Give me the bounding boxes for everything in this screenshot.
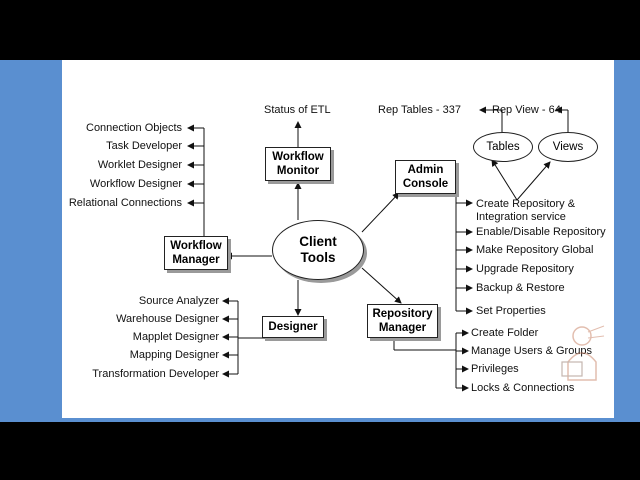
repository-manager-line1: Repository — [372, 308, 433, 320]
tables-node: Tables — [473, 132, 533, 162]
views-node: Views — [538, 132, 598, 162]
designer-box: Designer — [262, 316, 324, 338]
rm-item-privileges: Privileges — [471, 363, 519, 375]
rm-item-manage-users: Manage Users & Groups — [471, 345, 593, 357]
client-tools-line2: Tools — [300, 250, 336, 265]
designer-item-mapping-designer: Mapping Designer — [129, 349, 219, 361]
rm-item-create-folder: Create Folder — [471, 327, 539, 339]
rm-item-locks-connections: Locks & Connections — [471, 382, 575, 394]
workflow-manager-line1: Workflow — [170, 240, 222, 252]
wm-item-worklet-designer: Worklet Designer — [97, 159, 182, 171]
workflow-manager-box: Workflow Manager — [164, 236, 228, 270]
slide: Client Tools Workflow Monitor Admin Cons… — [62, 60, 614, 418]
client-tools-line1: Client — [299, 234, 337, 249]
ac-item-make-global: Make Repository Global — [476, 244, 594, 256]
repository-manager-line2: Manager — [378, 322, 427, 334]
wm-item-connection-objects: Connection Objects — [86, 122, 182, 134]
ac-item-backup-restore: Backup & Restore — [476, 282, 565, 294]
workflow-monitor-box: Workflow Monitor — [265, 147, 331, 181]
designer-item-transformation-developer: Transformation Developer — [92, 368, 219, 380]
views-label: Views — [552, 141, 584, 153]
client-tools-node: Client Tools — [272, 220, 364, 280]
ac-item-enable-disable: Enable/Disable Repository — [476, 226, 606, 238]
status-of-etl-label: Status of ETL — [264, 104, 331, 116]
wm-item-relational-connections: Relational Connections — [68, 197, 182, 209]
ac-item-integration-service: Integration service — [476, 211, 566, 223]
admin-console-line2: Console — [402, 178, 449, 190]
admin-console-box: Admin Console — [395, 160, 456, 194]
designer-label: Designer — [268, 321, 318, 333]
repository-manager-box: Repository Manager — [367, 304, 438, 338]
workflow-monitor-line1: Workflow — [272, 151, 324, 163]
ac-item-set-properties: Set Properties — [476, 305, 546, 317]
rep-tables-label: Rep Tables - 337 — [378, 104, 461, 116]
wm-item-workflow-designer: Workflow Designer — [89, 178, 182, 190]
rep-view-label: Rep View - 64 — [492, 104, 561, 116]
ac-item-upgrade: Upgrade Repository — [476, 263, 574, 275]
tables-label: Tables — [486, 141, 520, 153]
designer-item-mapplet-designer: Mapplet Designer — [132, 331, 219, 343]
presenter-watermark-icon — [561, 325, 605, 381]
wm-item-task-developer: Task Developer — [106, 140, 182, 152]
connector-lines — [187, 106, 569, 392]
designer-item-source-analyzer: Source Analyzer — [138, 295, 219, 307]
workflow-manager-line2: Manager — [172, 254, 220, 266]
video-frame: Client Tools Workflow Monitor Admin Cons… — [0, 60, 640, 422]
designer-item-warehouse-designer: Warehouse Designer — [116, 313, 219, 325]
admin-console-line1: Admin — [407, 164, 444, 176]
ac-item-create-repository: Create Repository & — [476, 198, 576, 210]
workflow-monitor-line2: Monitor — [276, 165, 320, 177]
